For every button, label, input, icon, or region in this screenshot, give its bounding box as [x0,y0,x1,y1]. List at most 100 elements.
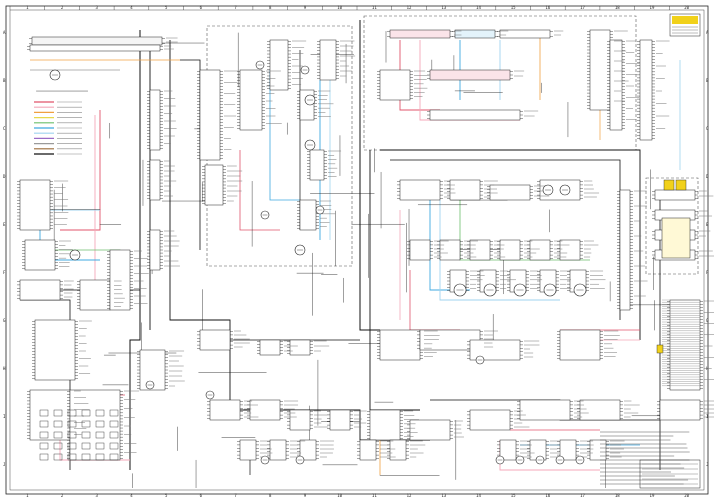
connector-body [359,439,377,461]
column-marker: 14 [476,5,481,10]
wire [180,59,201,250]
column-marker: 16 [545,5,550,10]
connector-icon [397,179,443,201]
connector-body [69,389,121,461]
column-marker: 20 [684,5,689,10]
switch-cell [109,420,119,428]
component-yellow-box [656,344,664,354]
column-marker: 2 [61,493,64,498]
connector-icon [147,229,163,271]
connector-body [369,409,401,441]
component-icon [515,455,525,465]
wire [60,110,101,231]
connector-body [109,249,131,311]
ground-icon [656,179,691,354]
wire [380,149,641,340]
component-icon [535,455,545,465]
connector-body [289,339,311,356]
connector-icon [497,439,519,461]
connector-icon [22,239,58,271]
connector-icon [587,29,613,111]
switch-cell [53,409,63,417]
connector-icon [17,279,63,301]
component-icon [542,184,554,196]
column-marker: 14 [476,493,481,498]
column-marker: 8 [269,493,272,498]
legend-icon [34,101,82,155]
connector-icon [557,329,603,361]
connector-icon [652,189,698,201]
connector-icon [287,409,313,431]
connector-icon [517,399,573,421]
connector-body [499,239,521,261]
connector-icon [317,39,339,81]
title-block-icon [669,13,701,37]
component-icon [205,390,215,400]
column-marker: 15 [511,493,516,498]
row-marker: I [706,414,709,419]
switch-cell [95,431,105,439]
connector-body [654,189,696,201]
component-icon [573,283,587,297]
switch-cell [39,442,49,450]
row-marker: J [3,462,5,467]
connector-body [239,69,263,131]
connector-icon [407,419,453,441]
component-icon [49,69,61,81]
switch-cell [39,453,49,461]
connector-icon [467,339,523,361]
connector-body [239,439,257,461]
connector-icon [147,89,163,151]
notes-block [600,299,701,489]
connector-icon [557,439,579,461]
connector-body [619,189,631,311]
row-marker: C [3,126,6,131]
connector-icon [67,389,123,461]
connector-icon [267,39,291,91]
connector-body [389,439,407,461]
connector-body [309,149,325,181]
column-marker: 19 [650,493,655,498]
connector-icon [17,179,53,231]
connector-body [299,89,315,121]
wire [269,70,300,201]
connector-body [199,69,221,161]
connector-icon [367,409,403,441]
switch-cell [109,453,119,461]
column-marker: 11 [372,493,377,498]
connector-icon [377,329,423,361]
connector-body [19,179,51,231]
component-icon [260,210,270,220]
component-yellow-panel [661,217,691,259]
column-marker: 8 [269,5,272,10]
connector-body [589,439,607,461]
connector-body [659,399,701,421]
connector-icon [427,69,513,81]
switch-cell [53,442,63,450]
row-marker: E [706,222,709,227]
column-marker: 1 [26,5,29,10]
connector-icon [297,89,317,121]
column-marker: 10 [337,493,342,498]
connector-icon [387,29,453,39]
connector-icon [197,69,223,161]
connector-body [319,39,337,81]
row-marker: C [706,126,709,131]
connector-icon [27,389,73,441]
switch-cell [95,453,105,461]
connector-icon [637,39,655,141]
row-marker: B [706,78,709,83]
switch-cell [67,431,77,439]
connector-body [489,184,531,201]
component-yellow-box [663,179,675,191]
component-icon [255,60,265,70]
connector-icon [447,179,483,201]
connector-icon [257,339,283,356]
connector-icon [27,44,163,52]
column-marker: 17 [580,5,585,10]
column-marker: 7 [234,5,237,10]
connector-body [299,439,317,461]
component-icon [453,283,467,297]
connector-icon [497,29,553,39]
connector-body [439,239,461,261]
